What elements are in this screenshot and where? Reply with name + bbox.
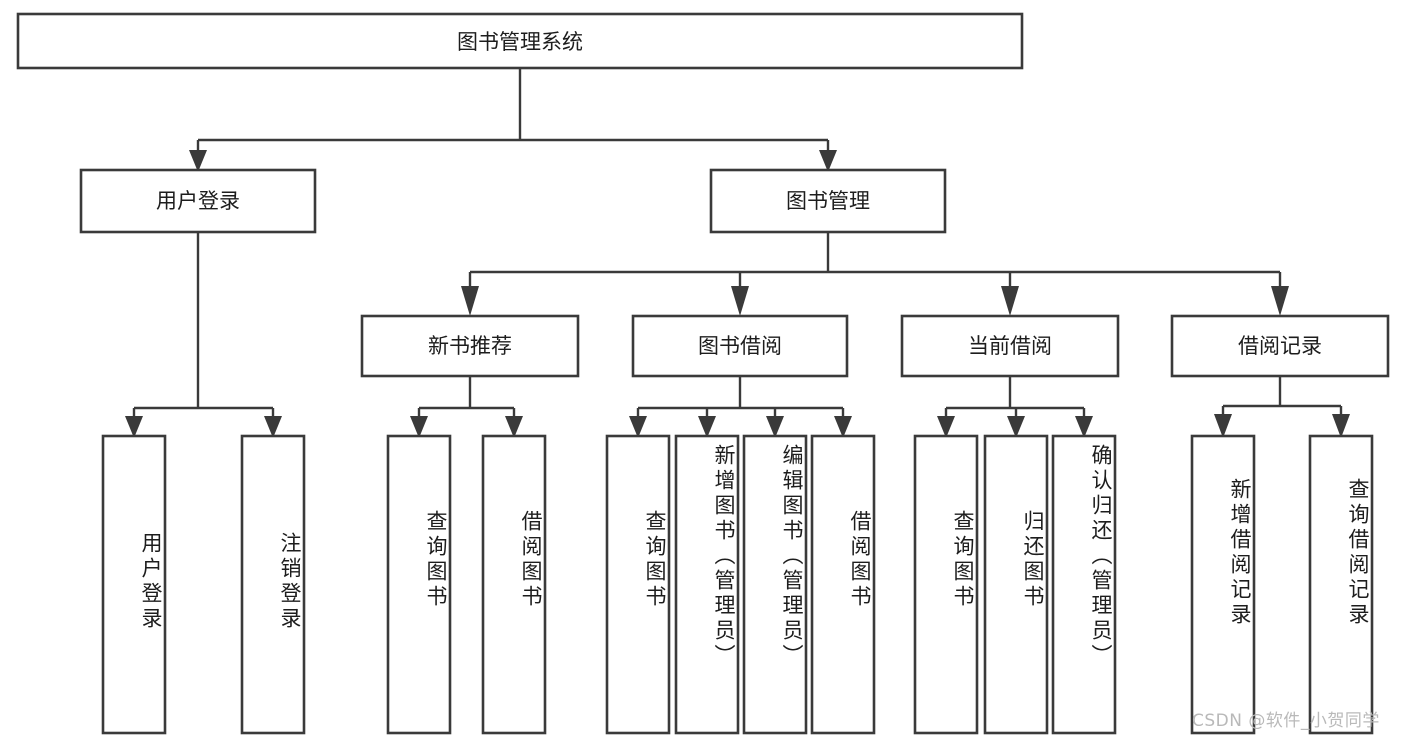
node-book-borrow-label: 图书借阅 — [698, 334, 782, 358]
node-book-borrow-rect[interactable] — [631, 314, 849, 378]
node-current-borrow-rect[interactable] — [900, 314, 1120, 378]
arrow-head-leaf-query-books-2 — [629, 416, 647, 438]
node-leaf-user-login-rect[interactable] — [101, 434, 167, 735]
node-leaf-confirm-return-admin-rect[interactable] — [1051, 434, 1117, 735]
node-book-management-rect[interactable] — [709, 168, 947, 234]
node-leaf-query-borrow-record-rect[interactable] — [1308, 434, 1374, 735]
node-root-rect[interactable] — [16, 12, 1024, 70]
node-leaf-query-books-1-rect[interactable] — [386, 434, 452, 735]
node-current-borrow-label: 当前借阅 — [968, 334, 1052, 358]
arrow-head-leaf-query-books-1 — [410, 416, 428, 438]
node-new-book-recommend-label: 新书推荐 — [428, 334, 512, 358]
node-new-book-recommend[interactable]: 新书推荐 — [360, 314, 580, 378]
arrow-head-user-login — [189, 150, 207, 172]
node-root-label: 图书管理系统 — [457, 30, 583, 54]
node-borrow-records-label: 借阅记录 — [1238, 334, 1322, 358]
node-book-management-label: 图书管理 — [786, 189, 870, 213]
arrow-head-leaf-query-books-3 — [937, 416, 955, 438]
arrow-head-leaf-user-login — [125, 416, 143, 438]
node-layer: 图书管理系统 用户登录 图书管理 新书推荐 图书借阅 — [16, 12, 1390, 735]
node-leaf-borrow-books-2-rect[interactable] — [810, 434, 876, 735]
node-user-login[interactable]: 用户登录 — [79, 168, 317, 234]
node-leaf-borrow-books-1-rect[interactable] — [481, 434, 547, 735]
node-borrow-records-rect[interactable] — [1170, 314, 1390, 378]
arrow-head-current-borrow — [1001, 286, 1019, 316]
arrow-head-new-book-recommend — [461, 286, 479, 316]
node-leaf-add-borrow-record-rect[interactable] — [1190, 434, 1256, 735]
node-user-login-rect[interactable] — [79, 168, 317, 234]
arrow-head-leaf-query-borrow-record — [1332, 414, 1350, 438]
node-leaf-add-book-admin-rect[interactable] — [674, 434, 740, 735]
arrow-head-leaf-add-book-admin — [698, 416, 716, 438]
connector-layer — [125, 68, 1350, 438]
node-book-management[interactable]: 图书管理 — [709, 168, 947, 234]
csdn-watermark: CSDN @软件_小贺同学 — [1192, 711, 1380, 731]
arrow-head-book-management — [819, 150, 837, 172]
node-current-borrow[interactable]: 当前借阅 — [900, 314, 1120, 378]
node-leaf-query-books-3-rect[interactable] — [913, 434, 979, 735]
node-new-book-recommend-rect[interactable] — [360, 314, 580, 378]
arrow-head-leaf-borrow-books-2 — [834, 416, 852, 438]
arrow-head-leaf-logout — [264, 416, 282, 438]
node-leaf-edit-book-admin-rect[interactable] — [742, 434, 808, 735]
arrow-head-leaf-confirm-return-admin — [1075, 416, 1093, 438]
arrow-head-leaf-edit-book-admin — [766, 416, 784, 438]
node-leaf-return-books-rect[interactable] — [983, 434, 1049, 735]
arrow-head-leaf-return-books — [1007, 416, 1025, 438]
arrow-head-borrow-records — [1271, 286, 1289, 316]
arrow-head-book-borrow — [731, 286, 749, 316]
node-leaf-query-books-2-rect[interactable] — [605, 434, 671, 735]
node-leaf-logout-rect[interactable] — [240, 434, 306, 735]
arrow-head-leaf-borrow-books-1 — [505, 416, 523, 438]
node-borrow-records[interactable]: 借阅记录 — [1170, 314, 1390, 378]
node-user-login-label: 用户登录 — [156, 189, 240, 213]
node-book-borrow[interactable]: 图书借阅 — [631, 314, 849, 378]
arrow-head-leaf-add-borrow-record — [1214, 414, 1232, 438]
node-root[interactable]: 图书管理系统 — [16, 12, 1024, 70]
